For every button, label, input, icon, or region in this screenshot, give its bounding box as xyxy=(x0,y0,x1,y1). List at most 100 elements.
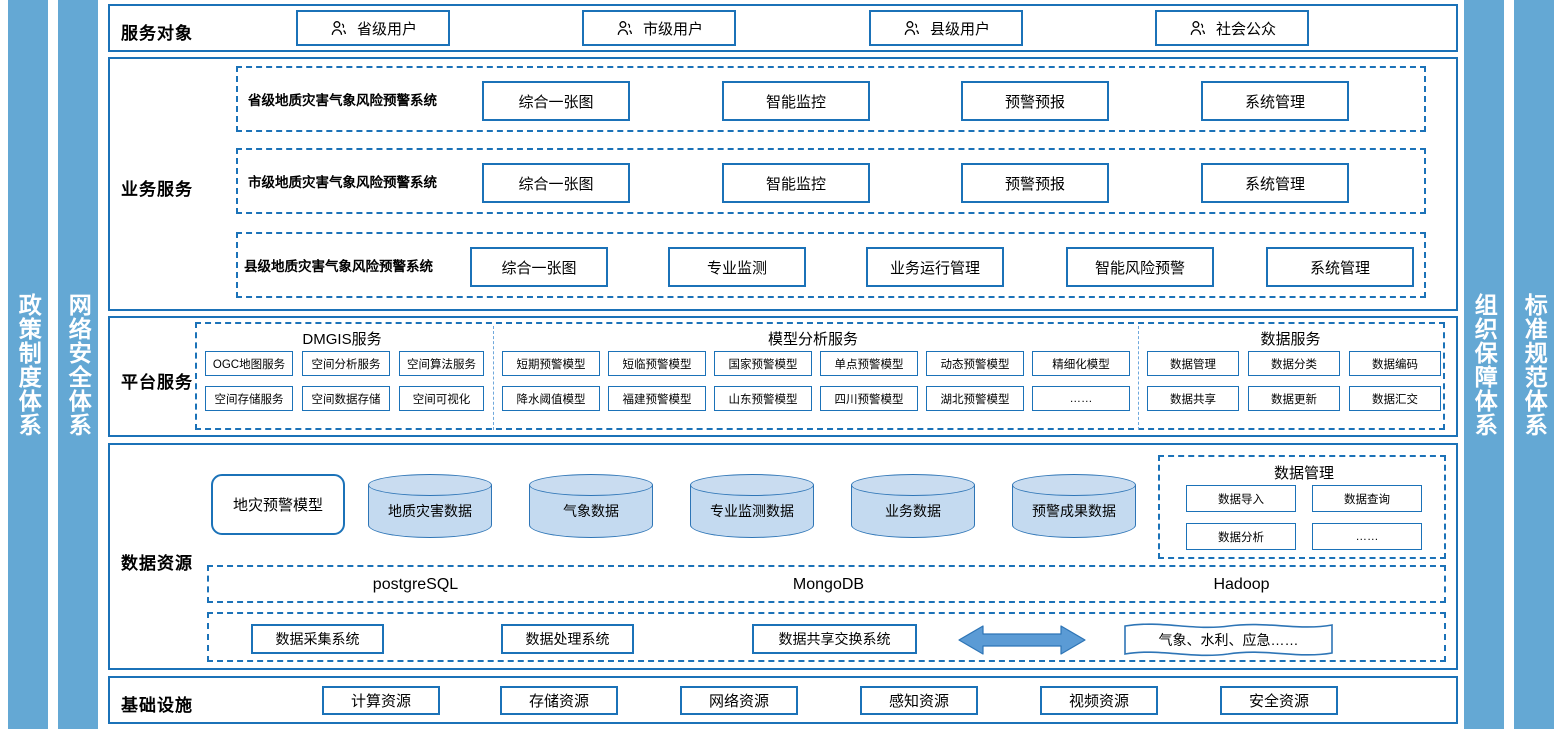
cylinder-professional-monitoring-data[interactable]: 专业监测数据 xyxy=(690,474,814,538)
platform-item-data-classification[interactable]: 数据分类 xyxy=(1248,351,1340,376)
user-chip-municipal[interactable]: 市级用户 xyxy=(582,10,736,46)
layer-platform-service-label: 平台服务 xyxy=(121,373,193,392)
platform-item-data-management[interactable]: 数据管理 xyxy=(1147,351,1239,376)
cylinder-business-data[interactable]: 业务数据 xyxy=(851,474,975,538)
business-tier-municipal-system: 市级地质灾害气象风险预警系统 xyxy=(248,175,437,190)
platform-group-dmgis-title: DMGIS服务 xyxy=(302,331,382,348)
layer-data-resource-label: 数据资源 xyxy=(121,554,193,573)
user-chip-public[interactable]: 社会公众 xyxy=(1155,10,1309,46)
platform-item-spatial-visualization[interactable]: 空间可视化 xyxy=(399,386,484,411)
cylinder-label: 气象数据 xyxy=(563,502,619,519)
module-business-operation-management[interactable]: 业务运行管理 xyxy=(866,247,1004,287)
layer-platform-service xyxy=(108,316,1458,437)
sidebar-network-security-system: 网络安全体系 xyxy=(58,0,98,729)
sidebar-standard-specification-system: 标准规范体系 xyxy=(1514,0,1554,729)
business-tier-provincial: 省级地质灾害气象风险预警系统 综合一张图 智能监控 预警预报 系统管理 xyxy=(236,66,1426,132)
module-warning-forecast[interactable]: 预警预报 xyxy=(961,163,1109,203)
module-comprehensive-map[interactable]: 综合一张图 xyxy=(482,163,630,203)
module-smart-risk-warning[interactable]: 智能风险预警 xyxy=(1066,247,1214,287)
platform-item-data-update[interactable]: 数据更新 xyxy=(1248,386,1340,411)
platform-item-hubei-warning-model[interactable]: 湖北预警模型 xyxy=(926,386,1024,411)
cylinder-label: 专业监测数据 xyxy=(710,502,794,519)
module-smart-monitoring[interactable]: 智能监控 xyxy=(722,163,870,203)
module-comprehensive-map[interactable]: 综合一张图 xyxy=(470,247,608,287)
cylinder-warning-result-data[interactable]: 预警成果数据 xyxy=(1012,474,1136,538)
data-pipeline-band: 数据采集系统 数据处理系统 数据共享交换系统 气象、水利、应急…… xyxy=(207,612,1446,662)
data-management-title: 数据管理 xyxy=(1273,465,1334,482)
module-smart-monitoring[interactable]: 智能监控 xyxy=(722,81,870,121)
layer-business-service-label: 业务服务 xyxy=(121,180,193,199)
data-management-item-analysis[interactable]: 数据分析 xyxy=(1186,523,1296,550)
platform-item-sichuan-warning-model[interactable]: 四川预警模型 xyxy=(820,386,918,411)
business-tier-municipal: 市级地质灾害气象风险预警系统 综合一张图 智能监控 预警预报 系统管理 xyxy=(236,148,1426,214)
module-professional-monitoring[interactable]: 专业监测 xyxy=(668,247,806,287)
module-system-management[interactable]: 系统管理 xyxy=(1266,247,1414,287)
user-chip-county[interactable]: 县级用户 xyxy=(869,10,1023,46)
infra-network-resource[interactable]: 网络资源 xyxy=(680,686,798,715)
database-hadoop: Hadoop xyxy=(1213,576,1270,593)
module-system-management[interactable]: 系统管理 xyxy=(1201,163,1349,203)
user-icon xyxy=(331,20,346,35)
cylinder-meteorological-data[interactable]: 气象数据 xyxy=(529,474,653,538)
cylinder-top xyxy=(1012,474,1136,496)
data-management-item-query[interactable]: 数据查询 xyxy=(1312,485,1422,512)
user-chip-label: 社会公众 xyxy=(1215,20,1276,38)
platform-item-spatial-storage-service[interactable]: 空间存储服务 xyxy=(205,386,293,411)
pipeline-data-collection-system[interactable]: 数据采集系统 xyxy=(251,624,384,654)
sidebar-organization-guarantee-system: 组织保障体系 xyxy=(1464,0,1504,729)
infra-storage-resource[interactable]: 存储资源 xyxy=(500,686,618,715)
cylinder-body xyxy=(368,485,492,538)
business-tier-county: 县级地质灾害气象风险预警系统 综合一张图 专业监测 业务运行管理 智能风险预警 … xyxy=(236,232,1426,298)
platform-item-spatial-algorithm-service[interactable]: 空间算法服务 xyxy=(399,351,484,376)
pipeline-data-processing-system[interactable]: 数据处理系统 xyxy=(501,624,634,654)
platform-item-data-sharing[interactable]: 数据共享 xyxy=(1147,386,1239,411)
platform-item-data-exchange[interactable]: 数据汇交 xyxy=(1349,386,1441,411)
infra-sensing-resource[interactable]: 感知资源 xyxy=(860,686,978,715)
cylinder-label: 地质灾害数据 xyxy=(388,502,472,519)
business-tier-provincial-system: 省级地质灾害气象风险预警系统 xyxy=(248,93,437,108)
platform-item-data-encoding[interactable]: 数据编码 xyxy=(1349,351,1441,376)
platform-item-shandong-warning-model[interactable]: 山东预警模型 xyxy=(714,386,812,411)
platform-group-data-service-title: 数据服务 xyxy=(1260,331,1321,348)
external-agencies-label: 气象、水利、应急…… xyxy=(1158,632,1299,648)
module-comprehensive-map[interactable]: 综合一张图 xyxy=(482,81,630,121)
infra-security-resource[interactable]: 安全资源 xyxy=(1220,686,1338,715)
platform-item-national-warning-model[interactable]: 国家预警模型 xyxy=(714,351,812,376)
user-chip-label: 省级用户 xyxy=(356,20,417,38)
platform-item-dynamic-warning-model[interactable]: 动态预警模型 xyxy=(926,351,1024,376)
layer-infrastructure-label: 基础设施 xyxy=(121,696,193,715)
cylinder-label: 预警成果数据 xyxy=(1032,502,1116,519)
platform-item-spatial-data-storage[interactable]: 空间数据存储 xyxy=(302,386,390,411)
platform-item-ogc-map-service[interactable]: OGC地图服务 xyxy=(205,351,293,376)
platform-groups-wrapper: DMGIS服务 OGC地图服务 空间分析服务 空间算法服务 空间存储服务 空间数… xyxy=(195,322,1445,430)
cylinder-label: 业务数据 xyxy=(885,502,941,519)
module-warning-forecast[interactable]: 预警预报 xyxy=(961,81,1109,121)
infra-compute-resource[interactable]: 计算资源 xyxy=(322,686,440,715)
data-management-item-more[interactable]: …… xyxy=(1312,523,1422,550)
platform-item-precipitation-threshold-model[interactable]: 降水阈值模型 xyxy=(502,386,600,411)
user-chip-label: 县级用户 xyxy=(929,20,990,38)
platform-item-more[interactable]: …… xyxy=(1032,386,1130,411)
cylinder-top xyxy=(368,474,492,496)
cylinder-geohazard-data[interactable]: 地质灾害数据 xyxy=(368,474,492,538)
platform-item-single-point-warning-model[interactable]: 单点预警模型 xyxy=(820,351,918,376)
database-mongodb: MongoDB xyxy=(792,576,865,593)
platform-item-refined-model[interactable]: 精细化模型 xyxy=(1032,351,1130,376)
platform-item-short-term-warning-model[interactable]: 短期预警模型 xyxy=(502,351,600,376)
module-system-management[interactable]: 系统管理 xyxy=(1201,81,1349,121)
pipeline-data-sharing-exchange-system[interactable]: 数据共享交换系统 xyxy=(752,624,917,654)
platform-divider-2 xyxy=(1138,326,1139,430)
platform-item-fujian-warning-model[interactable]: 福建预警模型 xyxy=(608,386,706,411)
platform-item-spatial-analysis-service[interactable]: 空间分析服务 xyxy=(302,351,390,376)
data-model-box[interactable]: 地灾预警模型 xyxy=(211,474,345,535)
external-agencies-shape[interactable]: 气象、水利、应急…… xyxy=(1121,620,1336,660)
data-management-panel: 数据管理 数据导入 数据查询 数据分析 …… xyxy=(1158,455,1446,559)
user-chip-label: 市级用户 xyxy=(642,20,703,38)
infra-video-resource[interactable]: 视频资源 xyxy=(1040,686,1158,715)
platform-divider-1 xyxy=(493,326,494,430)
user-chip-provincial[interactable]: 省级用户 xyxy=(296,10,450,46)
data-management-item-import[interactable]: 数据导入 xyxy=(1186,485,1296,512)
platform-item-nowcasting-warning-model[interactable]: 短临预警模型 xyxy=(608,351,706,376)
platform-group-model-title: 模型分析服务 xyxy=(767,331,858,348)
